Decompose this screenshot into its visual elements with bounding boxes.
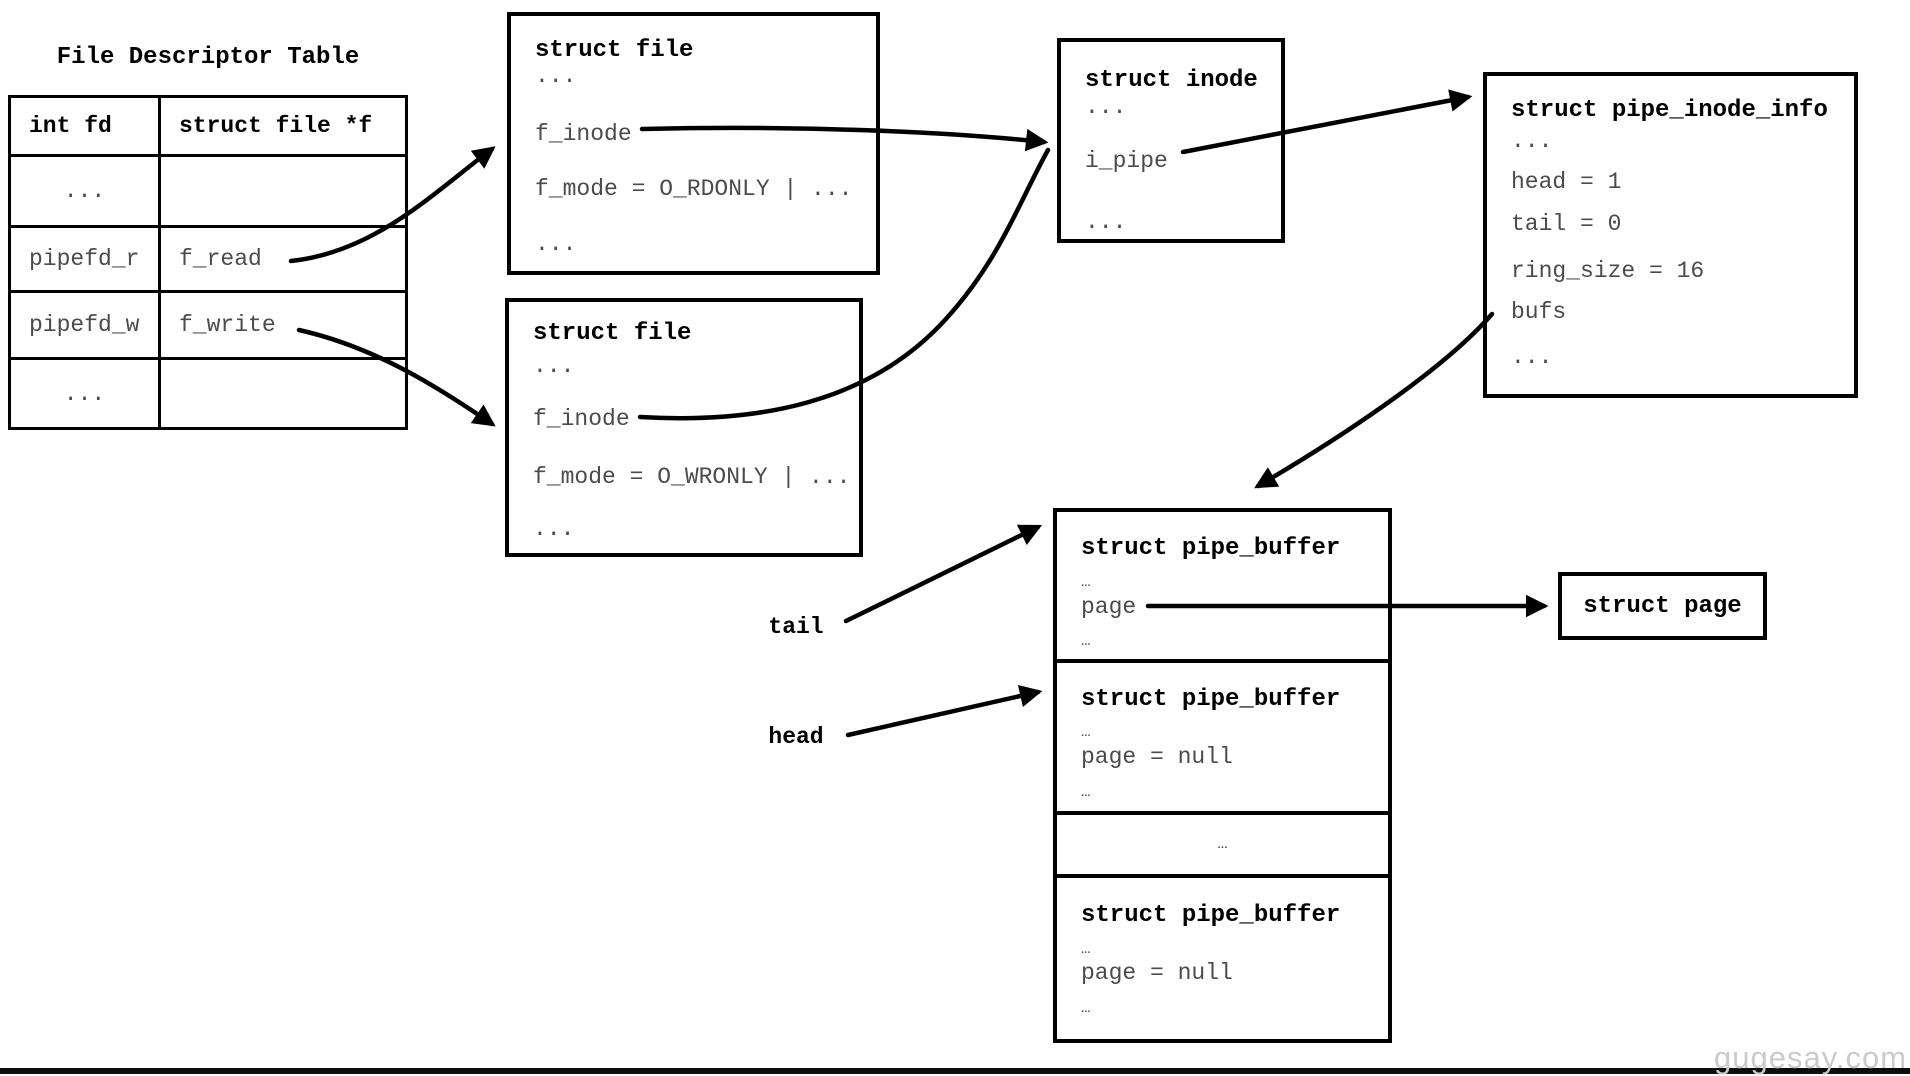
pipe-buffer-page-null: page = null [1081,744,1233,770]
head-pointer-label: head [768,724,824,750]
struct-file-write-line: ... [533,353,575,379]
pipe-inode-info-head: head = 1 [1511,169,1622,195]
watermark: gugesay.com [1714,1040,1908,1075]
pipe-buffer-dots: … [1081,632,1091,650]
pipe-buffer-cell-head: struct pipe_buffer … page = null … [1057,663,1388,815]
struct-inode-line: ... [1085,209,1127,235]
struct-page-box: struct page [1558,572,1767,640]
pipe-buffer-dots: … [1081,940,1091,958]
struct-pipe-inode-info-box: struct pipe_inode_info ... head = 1 tail… [1483,72,1858,398]
pipe-inode-info-bufs: bufs [1511,299,1567,325]
arrow-head-to-buffer [845,685,1043,738]
file-cell [161,157,405,228]
pipe-buffer-title: struct pipe_buffer [1081,535,1341,562]
pipe-inode-info-title: struct pipe_inode_info [1511,97,1828,124]
fd-table-title: File Descriptor Table [56,44,360,71]
file-descriptor-table: int fd struct file *f ... pipefd_r f_rea… [8,95,408,430]
pipe-buffer-page: page [1081,594,1137,620]
struct-file-write-f-mode: f_mode = O_WRONLY | ... [533,464,851,490]
struct-file-read-line: ... [535,63,577,89]
struct-file-write-box: struct file ... f_inode f_mode = O_WRONL… [505,298,863,557]
pipe-buffer-cell-last: struct pipe_buffer … page = null … [1057,878,1388,1039]
struct-file-read-f-mode: f_mode = O_RDONLY | ... [535,176,853,202]
pipe-inode-info-line: ... [1511,128,1553,154]
pipe-buffer-array-ellipsis: … [1217,835,1228,854]
struct-file-read-line: ... [535,231,577,257]
pipe-buffer-dots: … [1081,783,1091,801]
file-cell-f-write: f_write [161,293,405,360]
pipe-buffer-array: struct pipe_buffer … page … struct pipe_… [1053,508,1392,1043]
struct-file-read-title: struct file [535,37,694,64]
pipe-buffer-dots: … [1081,723,1091,741]
file-col-header: struct file *f [161,98,405,157]
file-cell-f-read: f_read [161,228,405,293]
pipe-buffer-cell-tail: struct pipe_buffer … page … [1057,512,1388,663]
struct-inode-line: ... [1085,94,1127,120]
arrow-bufs-to-buffer-array [1254,311,1495,489]
file-cell [161,360,405,427]
pipe-inode-info-tail: tail = 0 [1511,211,1622,237]
bottom-divider-bar [0,1068,1910,1074]
fd-col-header: int fd [11,98,161,157]
pipe-inode-info-ring-size: ring_size = 16 [1511,258,1705,284]
struct-inode-box: struct inode ... i_pipe ... [1057,38,1285,243]
fd-cell-pipefd-r: pipefd_r [11,228,161,293]
struct-inode-title: struct inode [1085,67,1258,94]
struct-page-title: struct page [1583,592,1742,620]
fd-cell: ... [11,157,161,228]
struct-file-write-line: ... [533,516,575,542]
pipe-buffer-page-null: page = null [1081,960,1233,986]
pipe-buffer-dots: … [1081,573,1091,591]
fd-cell: ... [11,360,161,427]
fd-cell-pipefd-w: pipefd_w [11,293,161,360]
pipe-buffer-cell-ellipsis: … [1057,815,1388,878]
arrow-tail-to-buffer [843,524,1043,624]
pipe-buffer-dots: … [1081,999,1091,1017]
pipe-buffer-title: struct pipe_buffer [1081,902,1341,929]
struct-inode-i-pipe: i_pipe [1085,148,1168,174]
struct-file-read-f-inode: f_inode [535,121,632,147]
pipe-inode-info-line: ... [1511,344,1553,370]
pipe-buffer-title: struct pipe_buffer [1081,686,1341,713]
struct-file-write-title: struct file [533,320,692,347]
struct-file-write-f-inode: f_inode [533,406,630,432]
tail-pointer-label: tail [768,614,824,640]
struct-file-read-box: struct file ... f_inode f_mode = O_RDONL… [507,12,880,275]
